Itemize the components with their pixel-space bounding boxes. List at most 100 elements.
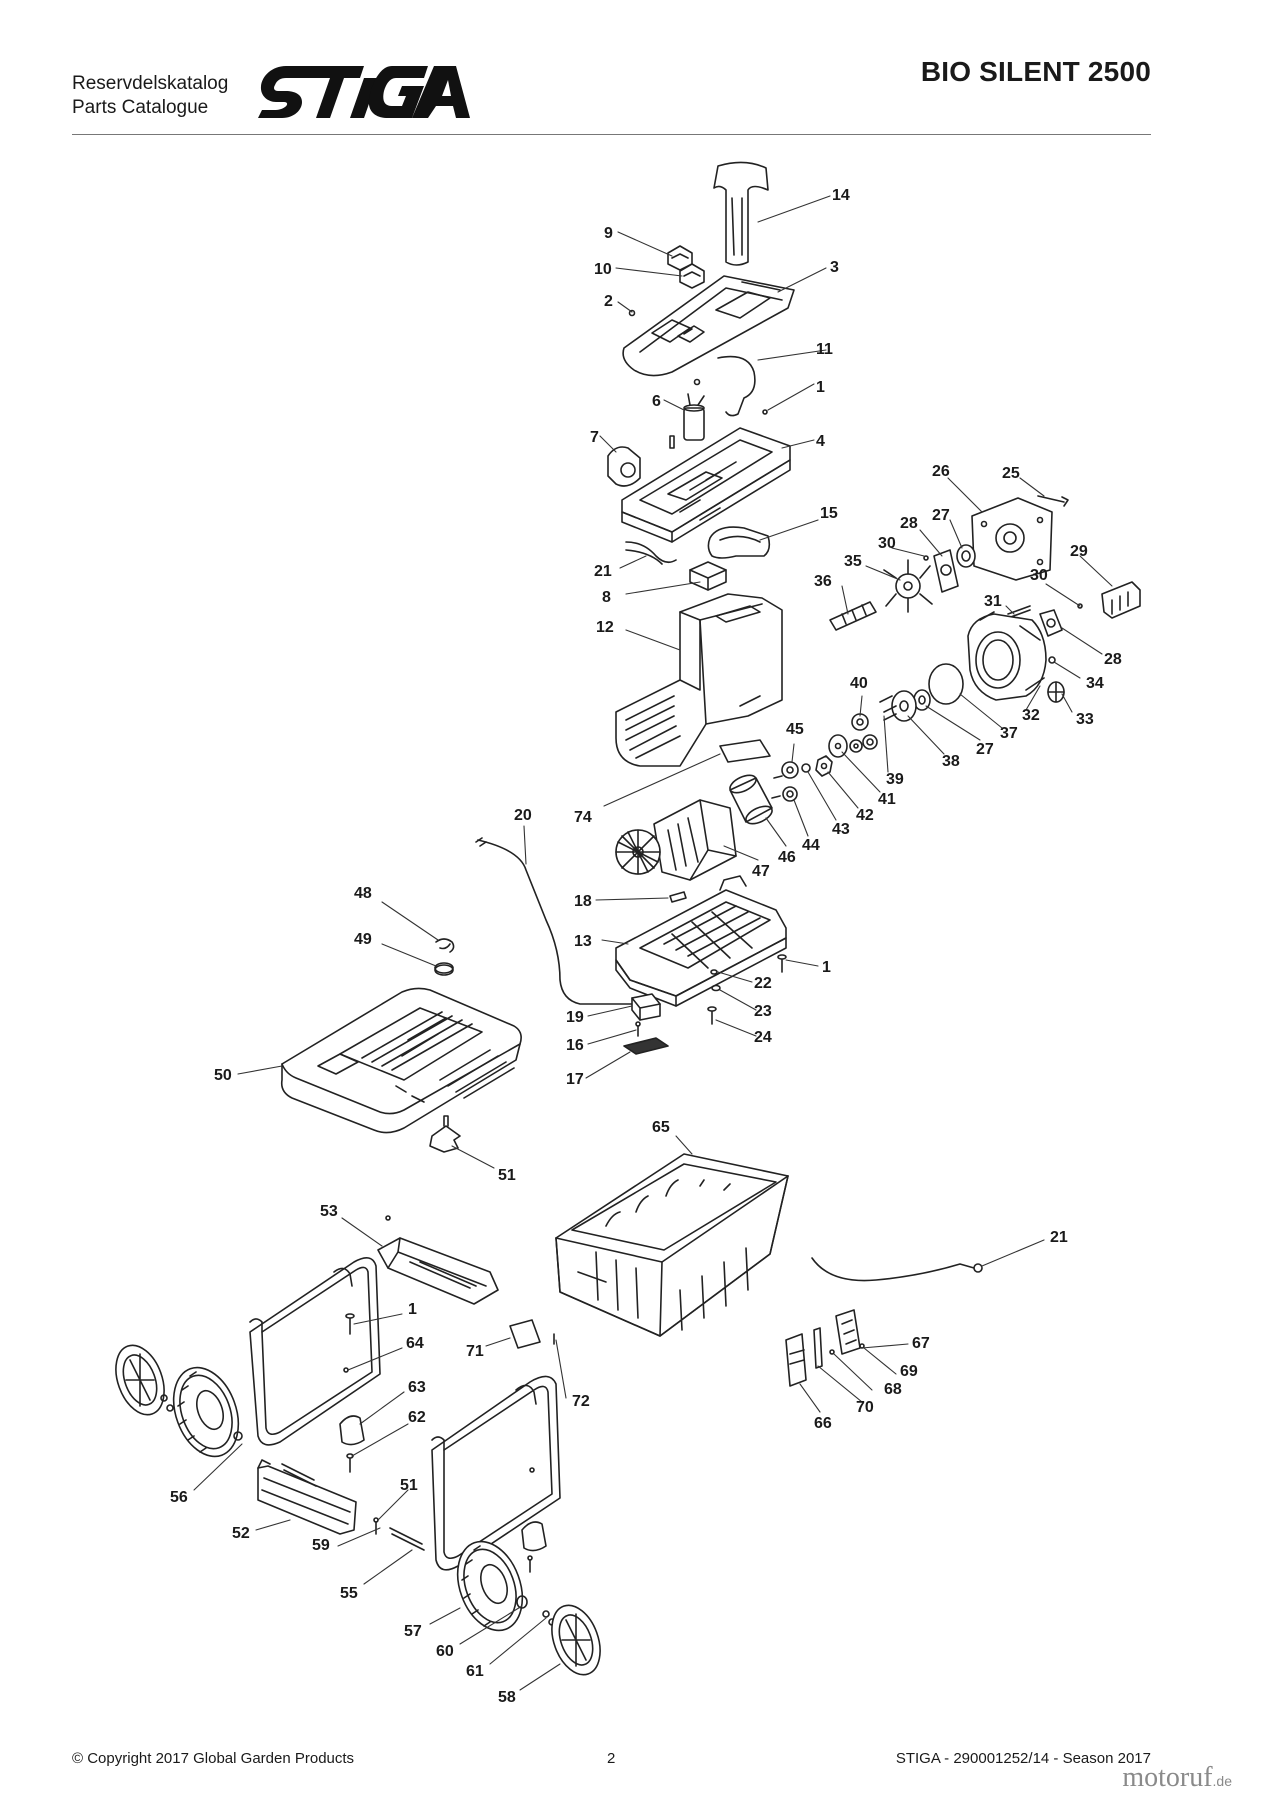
model-title: BIO SILENT 2500 — [920, 56, 1151, 87]
part-axle-55 — [389, 1527, 425, 1551]
part-axle-rod — [281, 1463, 317, 1487]
part-label-33: 33 — [1076, 711, 1094, 728]
part-label-62: 62 — [408, 1409, 426, 1426]
part-screw-62 — [346, 1453, 354, 1473]
part-capacitor — [683, 393, 705, 441]
part-label-14: 14 — [832, 187, 850, 204]
part-filter — [719, 739, 771, 763]
part-label-28-b: 28 — [1104, 651, 1122, 668]
part-bracket-53 — [377, 1237, 499, 1305]
part-label-36: 36 — [814, 573, 832, 590]
part-screw-1b — [777, 954, 787, 973]
part-lower-housing — [621, 427, 791, 543]
part-label-55: 55 — [340, 1585, 358, 1602]
part-washer-56a — [160, 1394, 168, 1402]
part-bearing-44 — [782, 786, 798, 802]
part-label-45: 45 — [786, 721, 804, 738]
part-cap-right — [521, 1521, 547, 1552]
part-label-21-b: 21 — [1050, 1229, 1068, 1246]
part-label-69: 69 — [900, 1363, 918, 1380]
part-pusher — [713, 161, 769, 266]
part-label-19: 19 — [566, 1009, 584, 1026]
part-pins-39 — [879, 695, 897, 721]
part-label-59: 59 — [312, 1537, 330, 1554]
part-label-50: 50 — [214, 1067, 232, 1084]
part-label-48: 48 — [354, 885, 372, 902]
part-pin-44 — [771, 795, 781, 799]
part-label-44: 44 — [802, 837, 820, 854]
part-cable-20 — [477, 839, 633, 1005]
part-cutter-housing — [967, 611, 1047, 701]
part-washer-43 — [801, 763, 811, 773]
part-screw-24 — [707, 1006, 717, 1025]
part-pin-30a — [923, 555, 929, 561]
part-bolt-25 — [1037, 495, 1069, 507]
part-label-29: 29 — [1070, 543, 1088, 560]
part-number-labels: 14 9 10 3 2 11 6 1 7 4 26 25 15 28 27 30… — [170, 187, 1122, 1706]
part-label-30-a: 30 — [878, 535, 896, 552]
part-label-51-b: 51 — [400, 1477, 418, 1494]
part-washer-22 — [710, 969, 718, 975]
part-screw-16 — [635, 1021, 641, 1037]
part-label-13: 13 — [574, 933, 592, 950]
part-label-71: 71 — [466, 1343, 484, 1360]
part-label-9: 9 — [604, 225, 613, 242]
part-washer-left — [233, 1431, 243, 1441]
part-label-12: 12 — [596, 619, 614, 636]
stiga-logo — [258, 66, 470, 118]
part-label-66: 66 — [814, 1415, 832, 1432]
part-nut-42 — [815, 755, 833, 777]
part-knob — [607, 446, 641, 487]
part-label-51-a: 51 — [498, 1167, 516, 1184]
header-divider — [72, 134, 1151, 135]
part-label-40: 40 — [850, 675, 868, 692]
part-bearing-27a — [956, 544, 976, 568]
part-hubcap-58 — [551, 1604, 601, 1676]
part-cover-plate — [971, 497, 1053, 581]
part-label-31: 31 — [984, 593, 1002, 610]
part-pin-45 — [773, 775, 783, 779]
part-gasket — [707, 526, 771, 559]
part-label-4: 4 — [816, 433, 825, 450]
part-label-67: 67 — [912, 1335, 930, 1352]
part-bearing-40c — [849, 739, 863, 753]
part-label-63: 63 — [408, 1379, 426, 1396]
part-motor-47 — [615, 799, 737, 881]
part-screw-68 — [829, 1349, 835, 1355]
part-cable-end — [475, 837, 487, 847]
part-screw-51b — [373, 1517, 379, 1535]
part-rotor — [883, 559, 933, 613]
part-label-16: 16 — [566, 1037, 584, 1054]
part-label-1-c: 1 — [408, 1301, 417, 1318]
part-cable-end-21b — [973, 1263, 983, 1273]
part-label-37: 37 — [1000, 725, 1018, 742]
part-label-30-b: 30 — [1030, 567, 1048, 584]
part-label-7: 7 — [590, 429, 599, 446]
part-screw-53 — [385, 1215, 391, 1221]
part-bracket-29 — [1101, 581, 1141, 619]
part-label-65: 65 — [652, 1119, 670, 1136]
part-screw-small — [669, 435, 675, 449]
watermark-tld: .de — [1212, 1773, 1232, 1789]
part-hubcap-56 — [115, 1344, 165, 1416]
part-wire-11 — [717, 355, 756, 417]
part-switches — [667, 245, 705, 289]
part-clip-48 — [435, 938, 455, 953]
part-label-6: 6 — [652, 393, 661, 410]
part-rivet-frame-right — [529, 1467, 535, 1473]
part-washer-56b — [166, 1404, 174, 1412]
part-label-61: 61 — [466, 1663, 484, 1680]
part-base-housing — [615, 875, 787, 1007]
part-plate-28a — [933, 549, 959, 593]
part-label-43: 43 — [832, 821, 850, 838]
part-label-23: 23 — [754, 1003, 772, 1020]
part-label-70: 70 — [856, 1399, 874, 1416]
part-top-cover — [622, 275, 795, 377]
part-plate-17 — [623, 1037, 669, 1055]
part-pin-30b — [1077, 603, 1083, 609]
part-bearing-40b — [862, 734, 878, 750]
part-washer-60 — [516, 1595, 528, 1609]
part-harness-21 — [625, 541, 677, 565]
part-label-22: 22 — [754, 975, 772, 992]
